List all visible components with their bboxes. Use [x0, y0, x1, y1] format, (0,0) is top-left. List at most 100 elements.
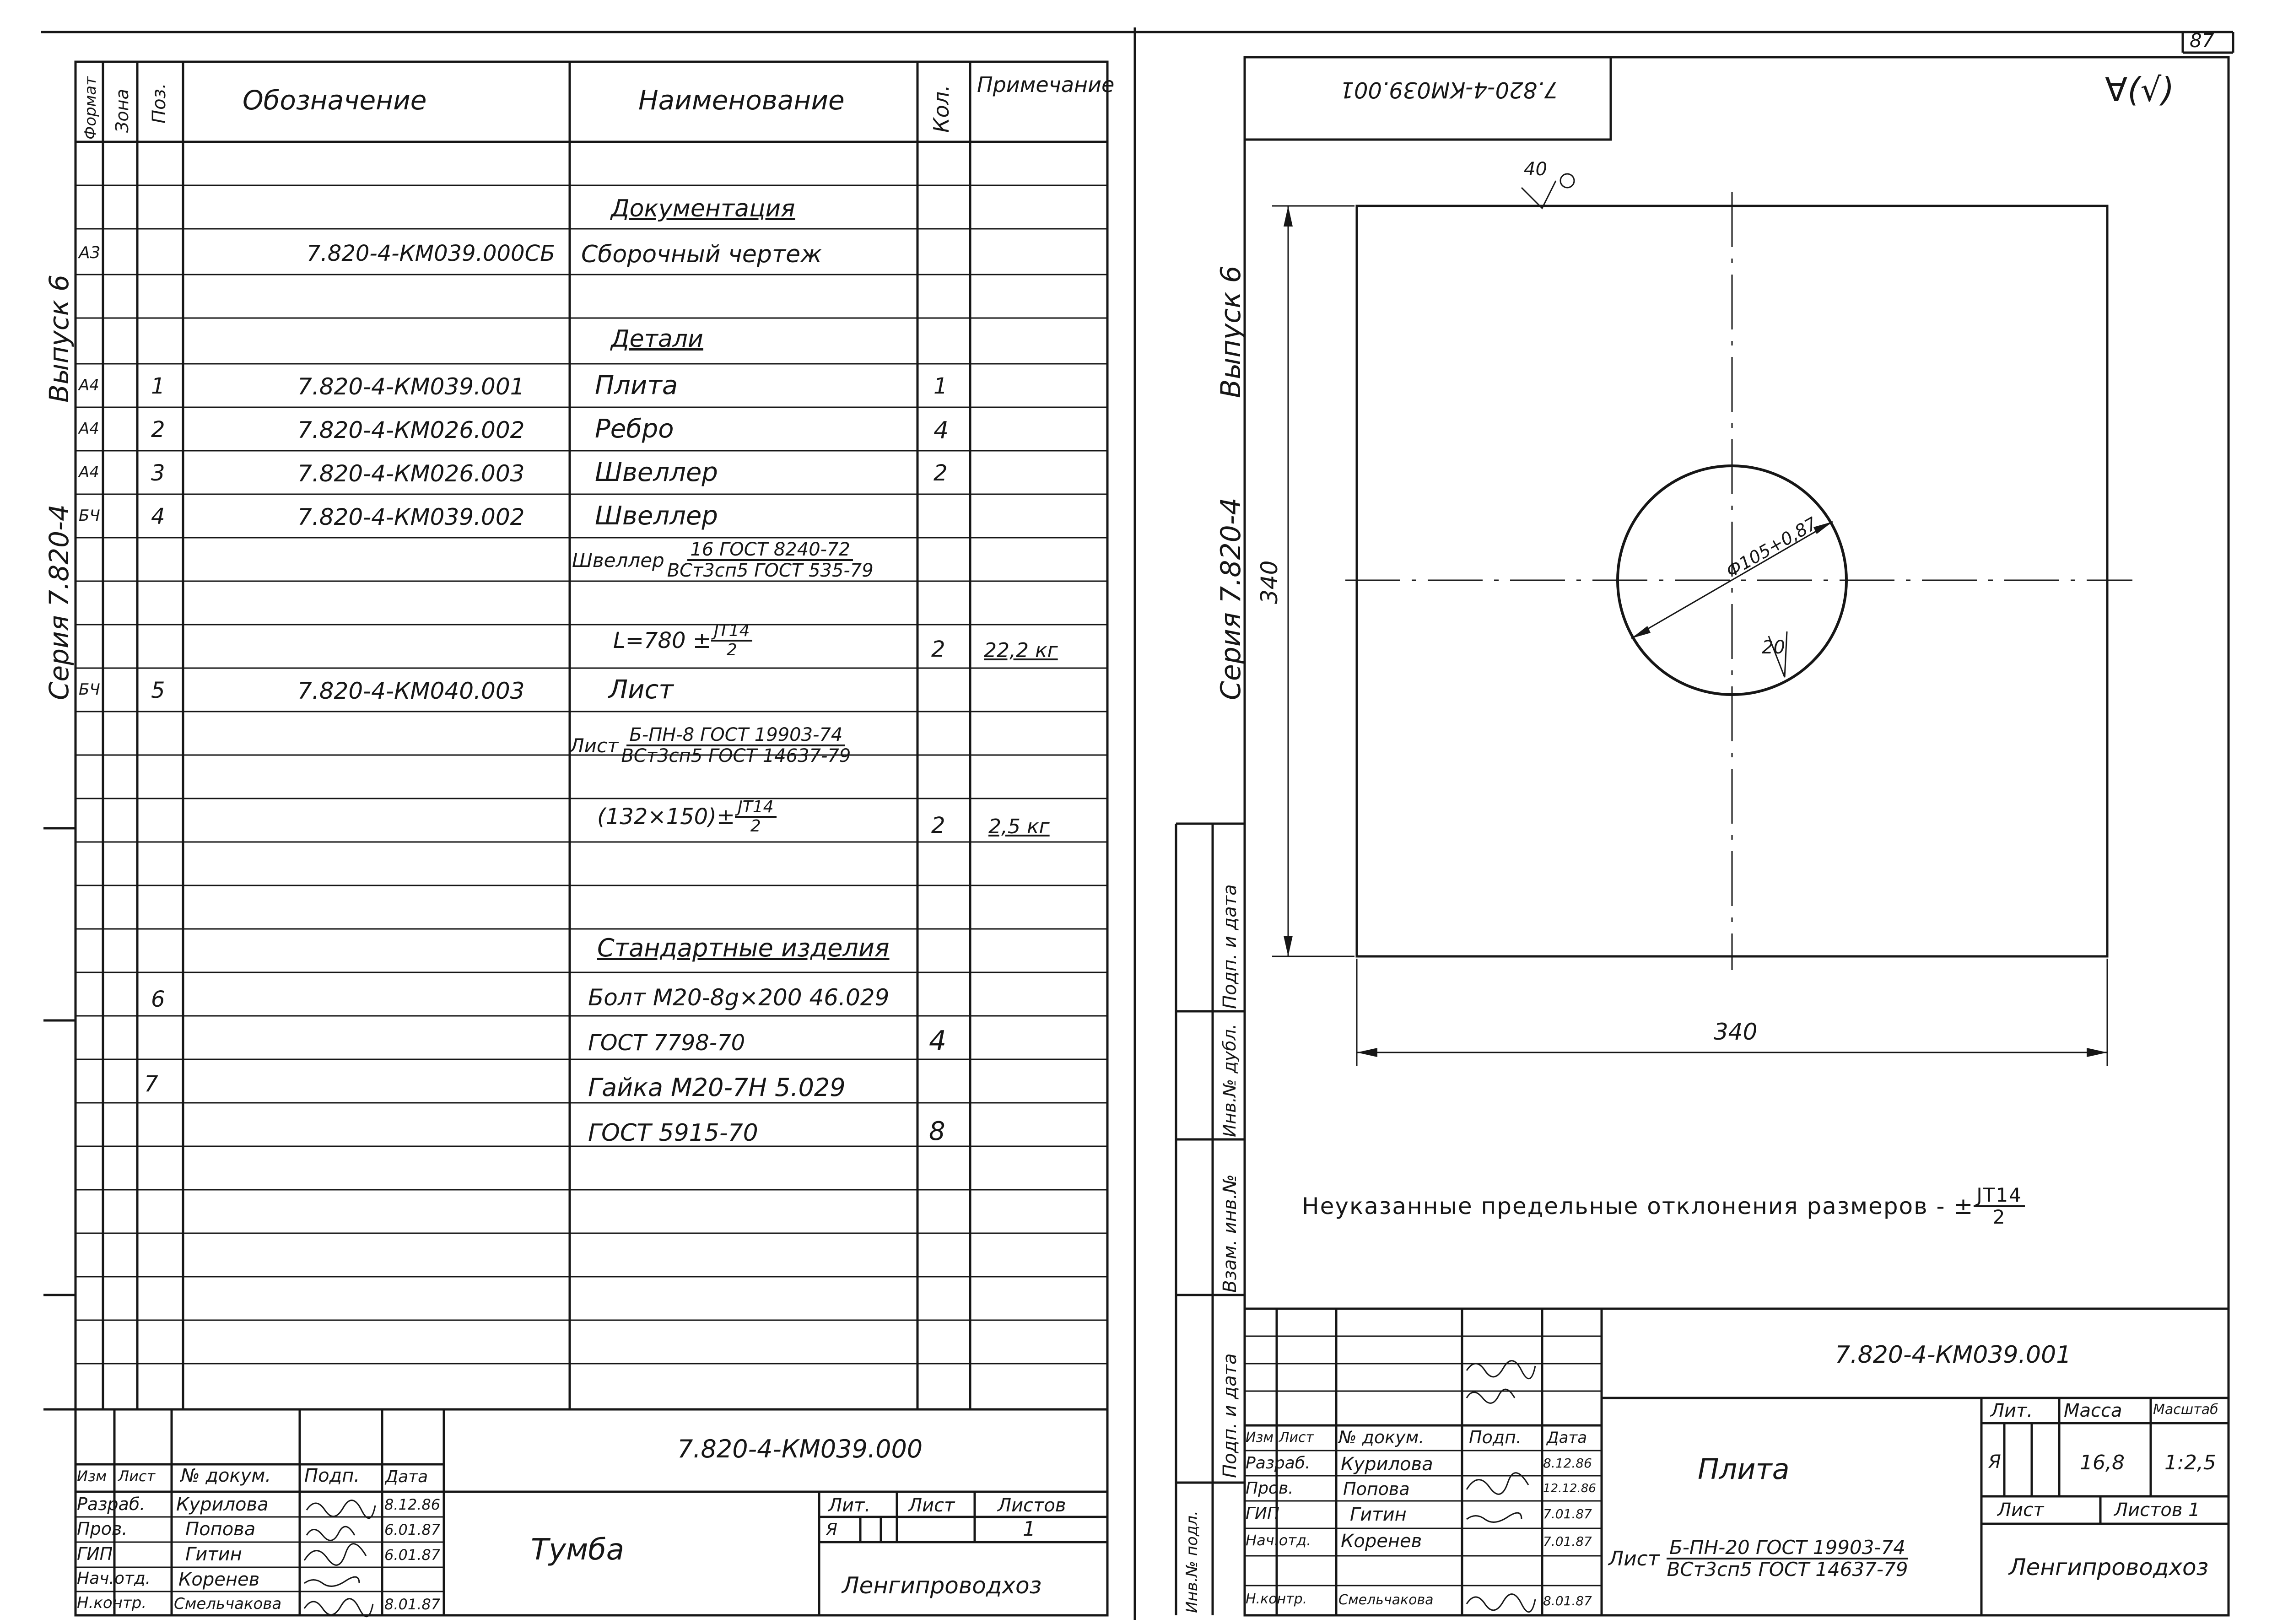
header-designation: Обозначение: [243, 85, 427, 116]
tb-role: Пров.: [1246, 1479, 1294, 1498]
row-name: Сборочный чертеж: [581, 241, 822, 268]
part-material-denominator: ВСт3сп5 ГОСТ 14637-79: [1667, 1558, 1908, 1581]
sheets-label: Листов: [998, 1495, 1066, 1516]
tb-header-izm: Изм: [77, 1468, 107, 1485]
row-designation: 7.820-4-КМ039.002: [297, 504, 525, 530]
sheet-material-numerator: Б-ПН-8 ГОСТ 19903-74: [626, 725, 846, 746]
page-number: 87: [2190, 29, 2214, 52]
channel-length-tol-den: 2: [726, 640, 737, 659]
row-format: А4: [79, 376, 99, 394]
part-material: Лист Б-ПН-20 ГОСТ 19903-74 ВСт3сп5 ГОСТ …: [1608, 1537, 1910, 1581]
row-name: Гайка М20-7Н 5.029: [588, 1073, 846, 1102]
tb-header-sheet: Лист: [118, 1468, 156, 1485]
row-pos: 5: [151, 678, 165, 703]
tb-role: ГИП: [1246, 1504, 1280, 1523]
channel-length-text: L=780 ±: [613, 627, 712, 653]
row-pos: 6: [151, 987, 165, 1012]
tb-header-sign: Подп.: [304, 1465, 360, 1486]
channel-length-tol-num: JT14: [711, 622, 753, 642]
stamp-sign-date-2: Подп. и дата: [1220, 884, 1241, 1009]
tb-person: Гитин: [1350, 1504, 1407, 1525]
row-qty: 4: [934, 417, 949, 444]
tb-person: Смельчакова: [1338, 1592, 1434, 1608]
tb-date: 8.12.86: [384, 1496, 441, 1513]
row-qty: 8: [929, 1117, 945, 1146]
tb-header-sign: Подп.: [1469, 1427, 1522, 1447]
row-name: Швеллер: [595, 501, 718, 531]
tb-person: Коренев: [1341, 1531, 1422, 1552]
mass-value: 16,8: [2080, 1451, 2125, 1474]
stamp-inv-original: Инв.№ подл.: [1183, 1511, 1201, 1613]
lit-value: Я: [826, 1520, 838, 1539]
row-name: Лист: [609, 675, 674, 705]
tb-person: Попова: [185, 1519, 256, 1540]
section-parts: Детали: [611, 325, 703, 353]
row-qty: 2: [931, 637, 945, 662]
header-note: Примечание: [977, 72, 1115, 97]
channel-material-numerator: 16 ГОСТ 8240-72: [687, 540, 853, 561]
assembly-name: Тумба: [531, 1533, 624, 1567]
channel-length: L=780 ± JT14 2: [613, 622, 753, 659]
sheets-label: Листов 1: [2114, 1500, 2200, 1521]
row-name: Ребро: [595, 414, 674, 444]
header-name: Наименование: [638, 85, 845, 116]
corner-code: 7.820-4-КМ039.001: [1340, 77, 1558, 103]
lit-value: Я: [1988, 1451, 2001, 1473]
sheet-label: Лист: [1997, 1500, 2044, 1521]
width-dimension: 340: [1714, 1019, 1758, 1045]
row-name: Швеллер: [595, 458, 718, 487]
mass-label: Масса: [2064, 1400, 2122, 1421]
tb-header-doc: № докум.: [1338, 1427, 1425, 1447]
tb-role: Разраб.: [1246, 1454, 1311, 1473]
channel-material: Швеллер 16 ГОСТ 8240-72 ВСт3сп5 ГОСТ 535…: [572, 540, 876, 580]
hole-roughness: 20: [1762, 637, 1785, 658]
tb-role: Н.контр.: [77, 1594, 147, 1612]
row-name: Плита: [595, 371, 678, 400]
stamp-sign-date: Подп. и дата: [1220, 1353, 1241, 1478]
sheets-value: 1: [1023, 1517, 1036, 1541]
channel-material-prefix: Швеллер: [572, 549, 664, 572]
tb-person: Курилова: [176, 1494, 269, 1515]
row-designation: 7.820-4-КМ026.002: [297, 417, 525, 443]
row-format: А4: [79, 420, 99, 438]
row-designation: 7.820-4-КМ040.003: [297, 678, 525, 704]
part-material-numerator: Б-ПН-20 ГОСТ 19903-74: [1666, 1537, 1909, 1560]
row-qty: 1: [934, 373, 948, 399]
tb-date: 12.12.86: [1543, 1482, 1596, 1495]
row-qty: 4: [929, 1025, 947, 1057]
row-format: А4: [79, 463, 99, 481]
tb-date: 6.01.87: [384, 1546, 441, 1564]
tb-date: 7.01.87: [1543, 1506, 1592, 1521]
row-designation: 7.820-4-КМ039.001: [297, 373, 525, 400]
row-note: 22,2 кг: [984, 639, 1058, 662]
height-dimension: 340: [1256, 560, 1283, 604]
row-name: ГОСТ 5915-70: [588, 1119, 758, 1147]
tb-date: 8.01.87: [1543, 1593, 1592, 1608]
tb-date: 7.01.87: [1543, 1534, 1592, 1549]
stamp-replace-inv: Взам. инв.№: [1220, 1174, 1241, 1293]
assembly-org: Ленгипроводхоз: [842, 1572, 1042, 1599]
channel-material-denominator: ВСт3сп5 ГОСТ 535-79: [667, 560, 874, 581]
tb-role: Разраб.: [77, 1494, 146, 1514]
sheet-material-denominator: ВСт3сп5 ГОСТ 14637-79: [621, 745, 851, 766]
sheet-label: Лист: [908, 1495, 955, 1516]
sheet-size-tol-num: JT14: [735, 799, 777, 818]
row-pos: 1: [151, 373, 165, 399]
part-code: 7.820-4-КМ039.001: [1835, 1341, 2072, 1369]
row-pos: 7: [144, 1071, 158, 1097]
tb-role: Нач.отд.: [77, 1569, 151, 1588]
sheet-size: (132×150)± JT14 2: [597, 799, 777, 835]
tb-header-sheet: Лист: [1279, 1430, 1314, 1446]
tb-header-doc: № докум.: [181, 1465, 271, 1486]
row-name: Болт М20-8g×200 46.029: [588, 984, 890, 1011]
section-documentation: Документация: [611, 195, 795, 222]
tb-person: Попова: [1343, 1479, 1410, 1499]
row-designation: 7.820-4-КМ026.003: [297, 460, 525, 487]
stamp-inv-dup: Инв.№ дубл.: [1220, 1024, 1240, 1137]
row-qty: 2: [934, 460, 948, 486]
row-pos: 2: [151, 417, 165, 442]
part-name: Плита: [1698, 1452, 1790, 1486]
row-qty: 2: [931, 813, 945, 838]
